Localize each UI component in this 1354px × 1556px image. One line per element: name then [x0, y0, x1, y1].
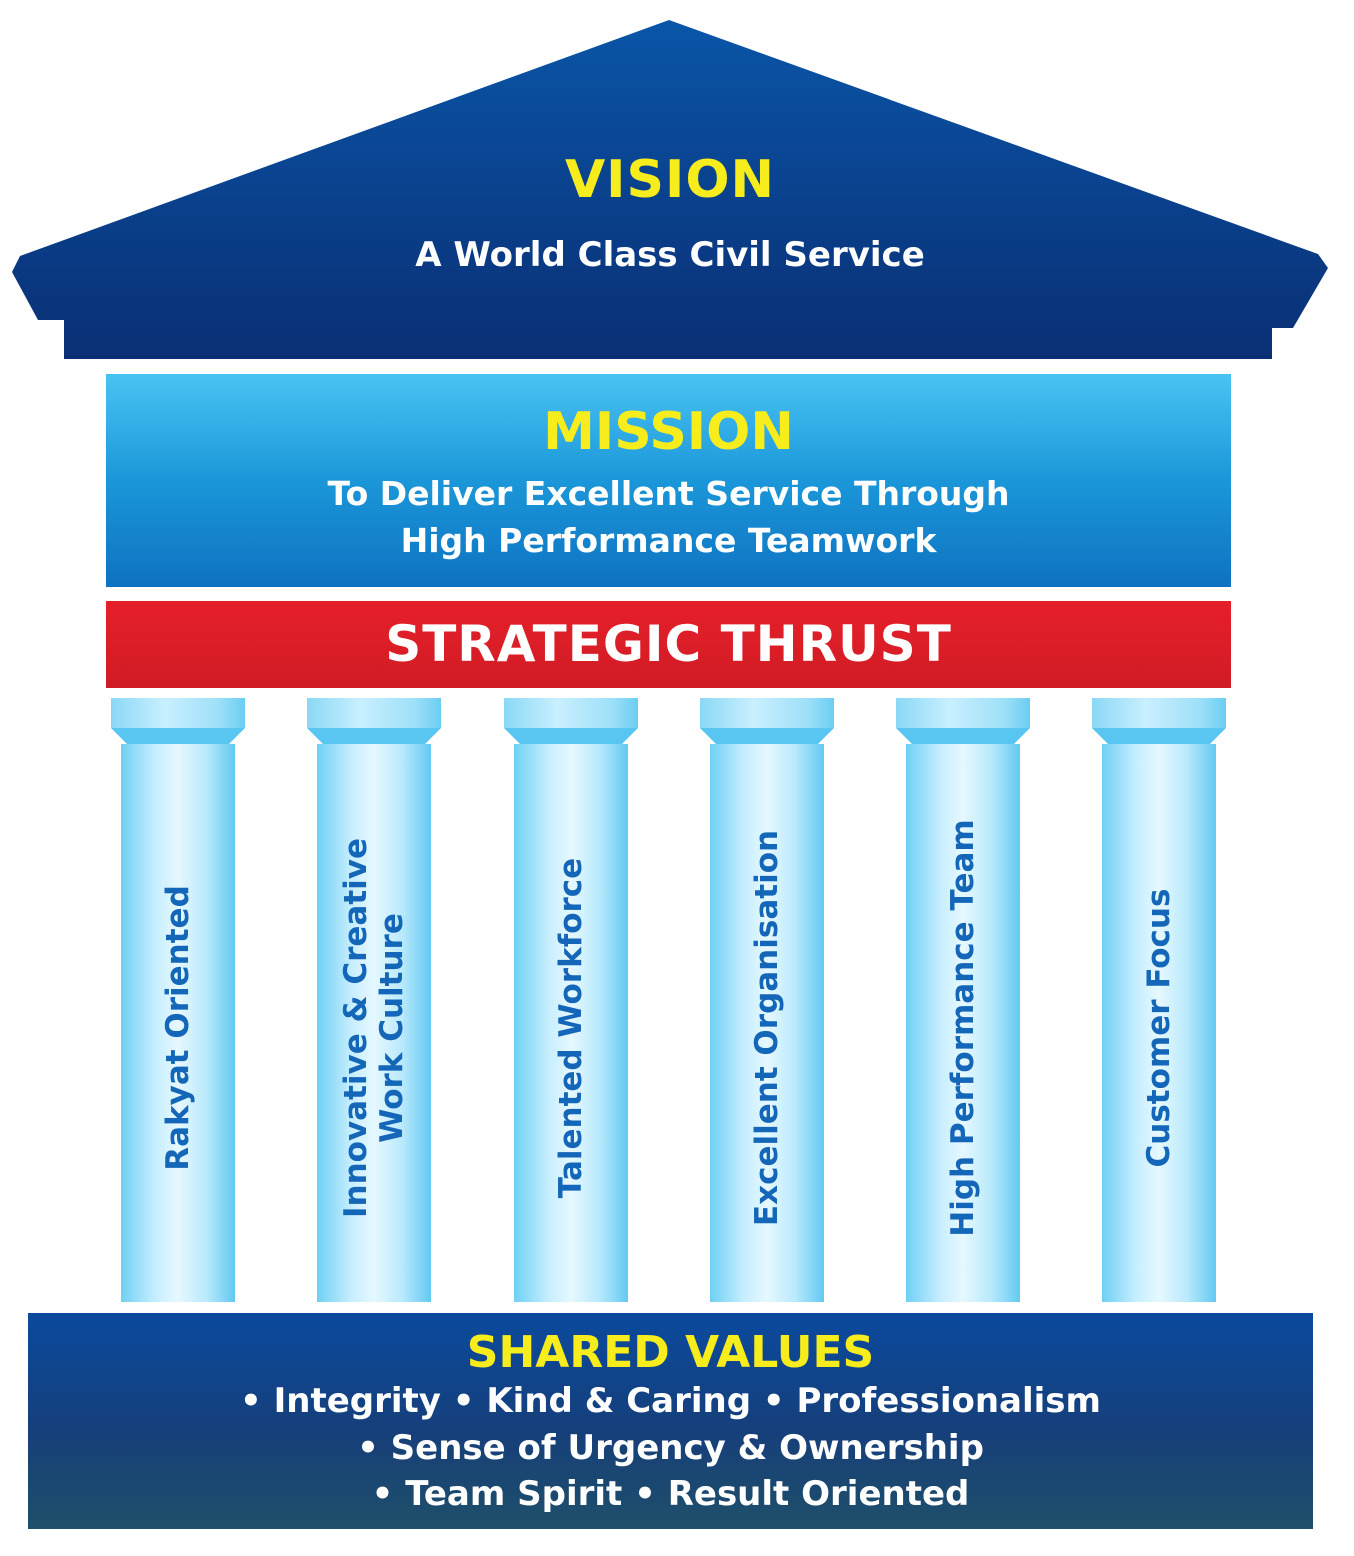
pillar-label: Customer Focus — [1141, 798, 1177, 1258]
pillar-capital — [1092, 698, 1226, 728]
vision-roof — [12, 20, 1328, 359]
mission-title: MISSION — [543, 402, 794, 462]
pillar-shaft — [710, 744, 824, 1302]
pillar-capital — [504, 698, 638, 728]
pillar-neck — [111, 728, 245, 744]
pillar-label: Rakyat Oriented — [160, 798, 196, 1258]
roof-pediment — [12, 20, 1328, 359]
pillar-shaft — [121, 744, 235, 1302]
pillar-customer-focus: Customer Focus — [1092, 698, 1226, 1302]
pillar-label: Innovative & Creative Work Culture — [338, 798, 410, 1258]
pillar-label-line: Excellent Organisation — [749, 829, 785, 1227]
pillar-neck — [896, 728, 1030, 744]
pillar-capital — [307, 698, 441, 728]
pillar-label: Talented Workforce — [553, 798, 589, 1258]
pillar-capital — [896, 698, 1030, 728]
pillar-talented-workforce: Talented Workforce — [504, 698, 638, 1302]
pillar-label-line: Innovative & Creative — [338, 837, 374, 1219]
pillar-high-performance-team: High Performance Team — [896, 698, 1030, 1302]
mission-line-2: High Performance Teamwork — [400, 521, 937, 560]
shared-values-line-3: • Team Spirit • Result Oriented — [371, 1474, 970, 1514]
pillar-neck — [1092, 728, 1226, 744]
shared-values-line-2: • Sense of Urgency & Ownership — [357, 1428, 984, 1468]
pillar-capital — [111, 698, 245, 728]
pillar-shaft — [906, 744, 1020, 1302]
pillar-label-line: High Performance Team — [945, 819, 981, 1237]
shared-values-line-1: • Integrity • Kind & Caring • Profession… — [240, 1381, 1101, 1421]
pillar-neck — [504, 728, 638, 744]
strategic-thrust-title: STRATEGIC THRUST — [385, 615, 952, 673]
pillar-label-line: Rakyat Oriented — [160, 885, 196, 1171]
pillar-excellent-organisation: Excellent Organisation — [700, 698, 834, 1302]
pillar-shaft — [317, 744, 431, 1302]
vision-title: VISION — [564, 150, 776, 210]
pillar-innovative-creative-work-culture: Innovative & Creative Work Culture — [307, 698, 441, 1302]
pillar-label: Excellent Organisation — [749, 798, 785, 1258]
pillar-label-line: Customer Focus — [1141, 888, 1177, 1168]
pillar-label-line: Work Culture — [374, 913, 410, 1143]
pillar-shaft — [514, 744, 628, 1302]
mission-band: MISSION To Deliver Excellent Service Thr… — [106, 374, 1231, 587]
strategic-thrust-band: STRATEGIC THRUST — [106, 601, 1231, 688]
shared-values-title: SHARED VALUES — [466, 1327, 875, 1378]
pillar-capital — [700, 698, 834, 728]
pillar-neck — [307, 728, 441, 744]
shared-values-base: SHARED VALUES • Integrity • Kind & Carin… — [28, 1313, 1313, 1529]
mission-line-1: To Deliver Excellent Service Through — [327, 474, 1010, 513]
pillar-label-line: Talented Workforce — [553, 857, 589, 1199]
vision-statement: A World Class Civil Service — [415, 235, 925, 275]
pillar-rakyat-oriented: Rakyat Oriented — [111, 698, 245, 1302]
pillar-label: High Performance Team — [945, 798, 981, 1258]
pillar-neck — [700, 728, 834, 744]
pillar-shaft — [1102, 744, 1216, 1302]
